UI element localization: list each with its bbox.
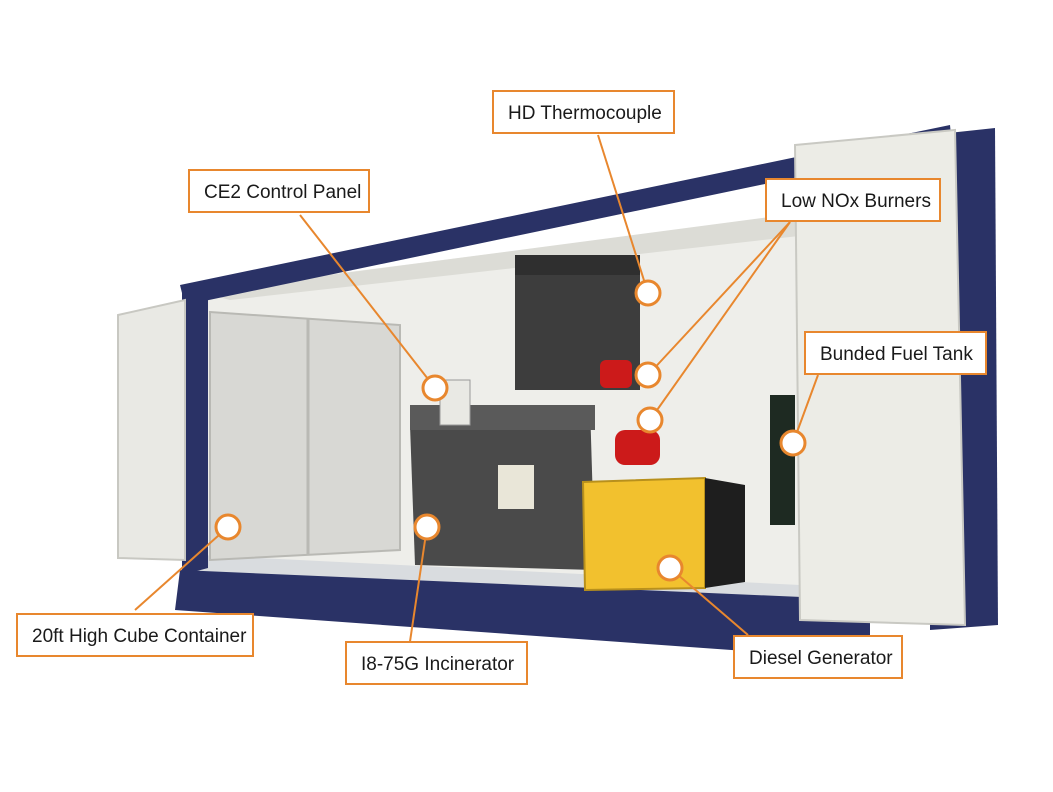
callout-ce2-control-panel: CE2 Control Panel [188, 169, 370, 213]
container-top-beam [180, 125, 952, 305]
callout-hd-thermocouple: HD Thermocouple [492, 90, 675, 134]
callout-bunded-fuel-tank: Bunded Fuel Tank [804, 331, 987, 375]
leader-diesel-generator [669, 567, 749, 636]
container-left-post [182, 286, 208, 575]
marker-bunded-fuel-tank [779, 429, 807, 457]
marker-incinerator [413, 513, 441, 541]
marker-diesel-generator [656, 554, 684, 582]
callout-i8-75g-incinerator: I8-75G Incinerator [345, 641, 528, 685]
marker-low-nox-2 [636, 406, 664, 434]
marker-hd-thermocouple [634, 279, 662, 307]
leader-container [134, 526, 229, 611]
container-bottom-rail [175, 570, 870, 660]
right-open-door [793, 128, 967, 627]
leader-low-nox-1 [647, 221, 791, 376]
callout-20ft-high-cube-container: 20ft High Cube Container [16, 613, 254, 657]
burner-lower [615, 430, 660, 465]
callout-low-nox-burners: Low NOx Burners [765, 178, 941, 222]
burner-upper [600, 360, 632, 388]
fuel-tank [770, 395, 795, 525]
container-ceiling [200, 212, 808, 300]
marker-low-nox-1 [634, 361, 662, 389]
diesel-generator-side [705, 478, 745, 588]
leader-hd-thermocouple [597, 134, 649, 294]
leader-incinerator [407, 526, 428, 656]
leader-ce2-control-panel [299, 214, 436, 389]
leader-low-nox-2 [649, 221, 791, 421]
callout-diesel-generator: Diesel Generator [733, 635, 903, 679]
left-open-door [117, 298, 186, 562]
left-end-doors [209, 310, 401, 562]
diesel-generator-body [581, 476, 706, 592]
marker-container [214, 513, 242, 541]
marker-ce2-control-panel [421, 374, 449, 402]
